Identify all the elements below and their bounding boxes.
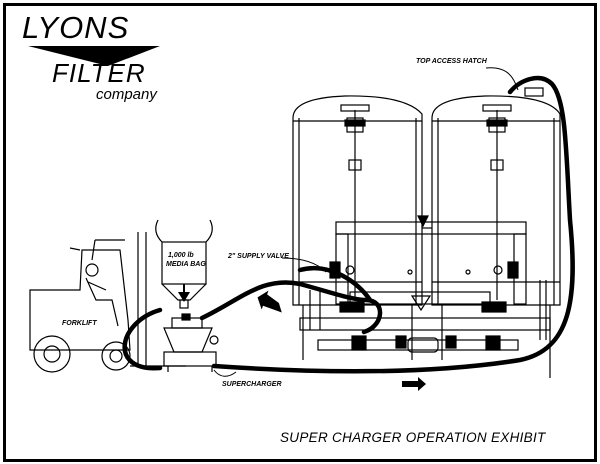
- supercharger-label: SUPERCHARGER: [222, 381, 282, 388]
- filter-tank-left: [292, 95, 423, 360]
- leader-lines: [213, 67, 519, 377]
- down-arrow-icon: [178, 292, 190, 302]
- triangle-logo-icon: [28, 46, 160, 66]
- forklift-drawing: [29, 232, 186, 373]
- forklift-label: FORKLIFT: [62, 320, 97, 327]
- piping: [299, 119, 551, 353]
- flow-arrow-icon: [257, 290, 282, 313]
- supercharger-unit: [163, 313, 219, 372]
- logo-line3: company: [96, 86, 157, 103]
- logo-line2: FILTER: [52, 58, 146, 88]
- exhibit-caption: SUPER CHARGER OPERATION EXHIBIT: [280, 430, 546, 445]
- media-bag-label-line1: 1,000 lb: [168, 252, 194, 259]
- filter-tank-right: [431, 87, 561, 378]
- border-frame: [3, 3, 597, 462]
- logo-line1: LYONS: [22, 10, 130, 45]
- hose-lines: [122, 75, 575, 374]
- flow-arrow-icon: [402, 377, 426, 391]
- media-bag-label-line2: MEDIA BAG: [166, 261, 206, 268]
- top-access-hatch-label: TOP ACCESS HATCH: [416, 58, 487, 65]
- supply-valve-label: 2" SUPPLY VALVE: [228, 253, 289, 260]
